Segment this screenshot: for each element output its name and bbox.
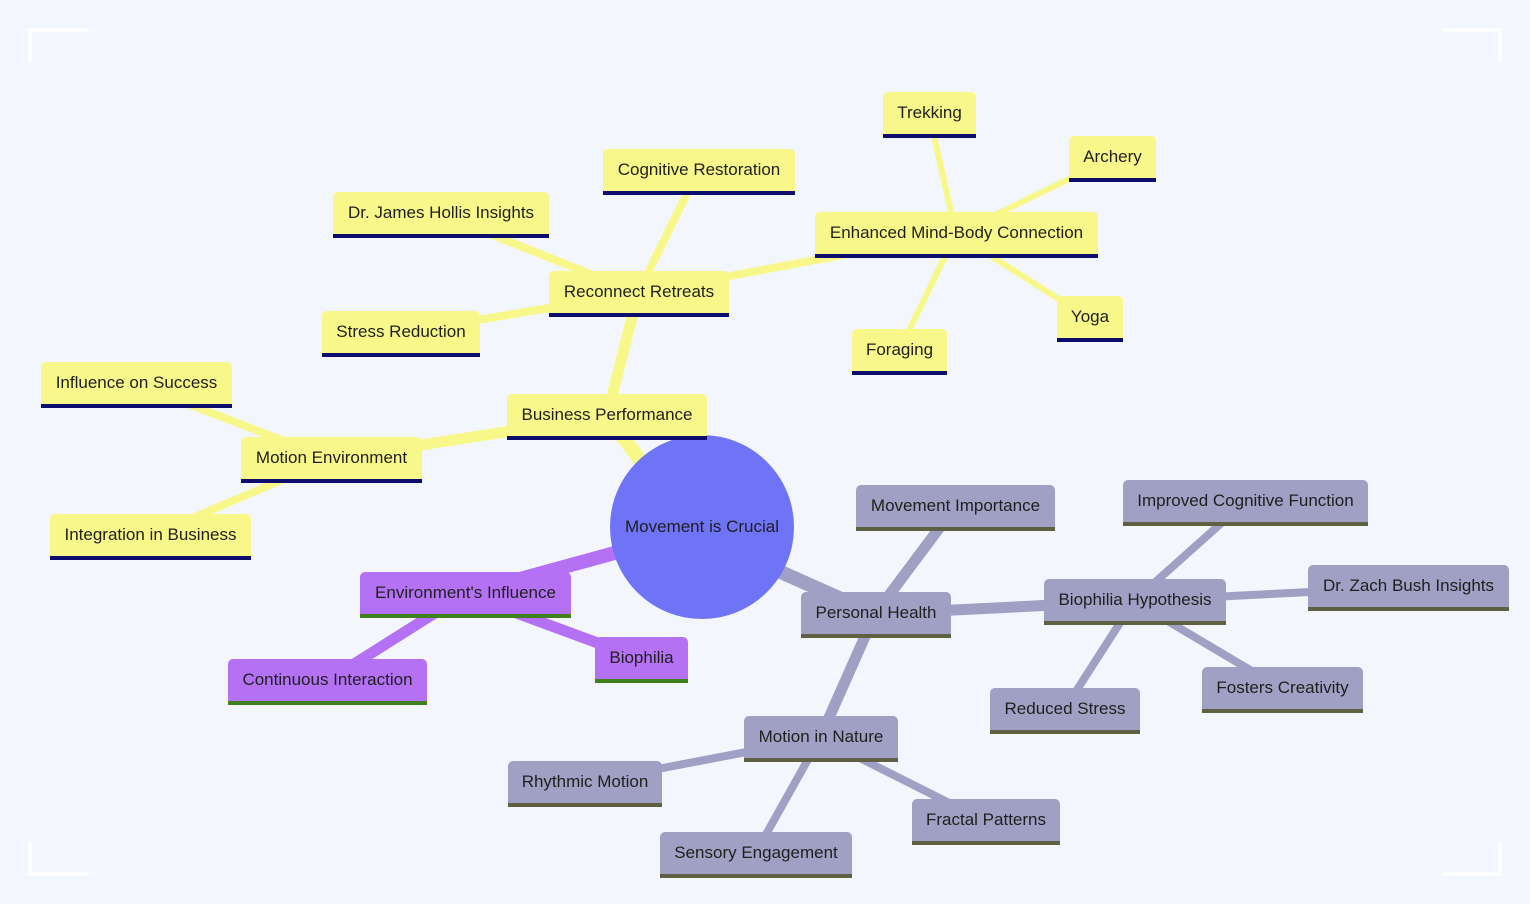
root-node[interactable]: Movement is Crucial xyxy=(610,435,794,619)
node-personal-health[interactable]: Personal Health xyxy=(801,592,951,638)
node-business-performance[interactable]: Business Performance xyxy=(507,394,707,440)
node-continuous-interaction[interactable]: Continuous Interaction xyxy=(228,659,427,705)
node-foraging[interactable]: Foraging xyxy=(852,329,947,375)
node-reconnect-retreats[interactable]: Reconnect Retreats xyxy=(549,271,729,317)
node-fosters-creativity[interactable]: Fosters Creativity xyxy=(1202,667,1363,713)
node-integration-in-business[interactable]: Integration in Business xyxy=(50,514,251,560)
node-fractal-patterns[interactable]: Fractal Patterns xyxy=(912,799,1060,845)
node-stress-reduction[interactable]: Stress Reduction xyxy=(322,311,480,357)
node-cognitive-restoration[interactable]: Cognitive Restoration xyxy=(603,149,795,195)
node-reduced-stress[interactable]: Reduced Stress xyxy=(990,688,1140,734)
node-enhanced-mind-body-connection[interactable]: Enhanced Mind-Body Connection xyxy=(815,212,1098,258)
node-archery[interactable]: Archery xyxy=(1069,136,1156,182)
node-yoga[interactable]: Yoga xyxy=(1057,296,1123,342)
node-environments-influence[interactable]: Environment's Influence xyxy=(360,572,571,618)
node-movement-importance[interactable]: Movement Importance xyxy=(856,485,1055,531)
node-trekking[interactable]: Trekking xyxy=(883,92,976,138)
node-motion-environment[interactable]: Motion Environment xyxy=(241,437,422,483)
node-rhythmic-motion[interactable]: Rhythmic Motion xyxy=(508,761,662,807)
node-motion-in-nature[interactable]: Motion in Nature xyxy=(744,716,898,762)
node-dr-zach-bush-insights[interactable]: Dr. Zach Bush Insights xyxy=(1308,565,1509,611)
node-biophilia[interactable]: Biophilia xyxy=(595,637,688,683)
frame-corner-top-right xyxy=(1442,28,1502,62)
node-improved-cognitive-function[interactable]: Improved Cognitive Function xyxy=(1123,480,1368,526)
node-biophilia-hypothesis[interactable]: Biophilia Hypothesis xyxy=(1044,579,1226,625)
node-dr-james-hollis-insights[interactable]: Dr. James Hollis Insights xyxy=(333,192,549,238)
frame-corner-bottom-right xyxy=(1442,842,1502,876)
node-influence-on-success[interactable]: Influence on Success xyxy=(41,362,232,408)
frame-corner-bottom-left xyxy=(28,842,88,876)
node-sensory-engagement[interactable]: Sensory Engagement xyxy=(660,832,852,878)
frame-corner-top-left xyxy=(28,28,88,62)
